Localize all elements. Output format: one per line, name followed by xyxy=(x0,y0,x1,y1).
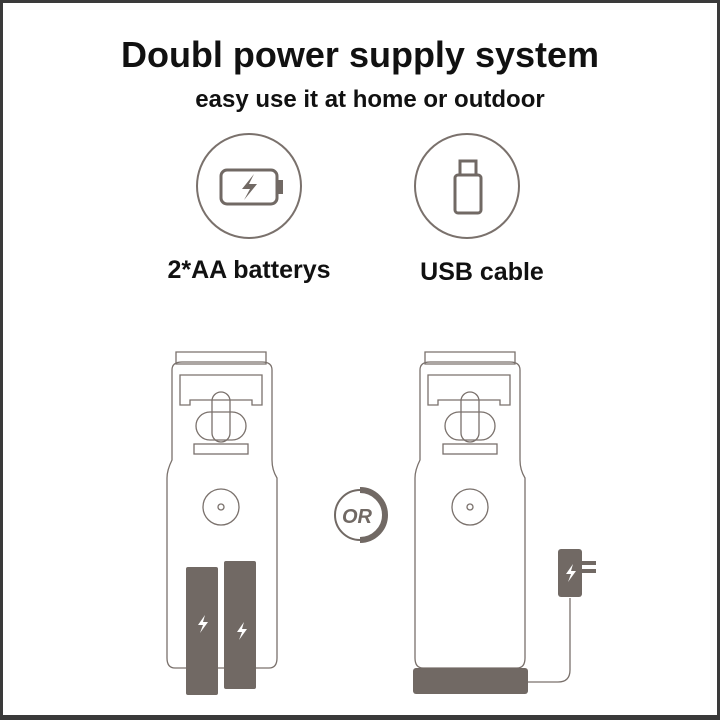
device-battery-version xyxy=(166,351,278,669)
battery-option-label: 2*AA batterys xyxy=(167,256,331,284)
battery-option-circle xyxy=(196,133,302,239)
usb-option-circle xyxy=(414,133,520,239)
or-label: OR xyxy=(342,506,373,528)
usb-option-label: USB cable xyxy=(420,258,544,286)
charger-plug-icon xyxy=(558,549,596,597)
usb-icon xyxy=(453,159,483,215)
battery-icon xyxy=(219,168,283,206)
batteries xyxy=(186,561,256,695)
or-badge: OR xyxy=(334,487,388,543)
usb-base xyxy=(413,668,528,694)
device-usb-version xyxy=(414,351,571,683)
page-subtitle: easy use it at home or outdoor xyxy=(195,86,545,113)
page-title: Doubl power supply system xyxy=(120,34,600,75)
